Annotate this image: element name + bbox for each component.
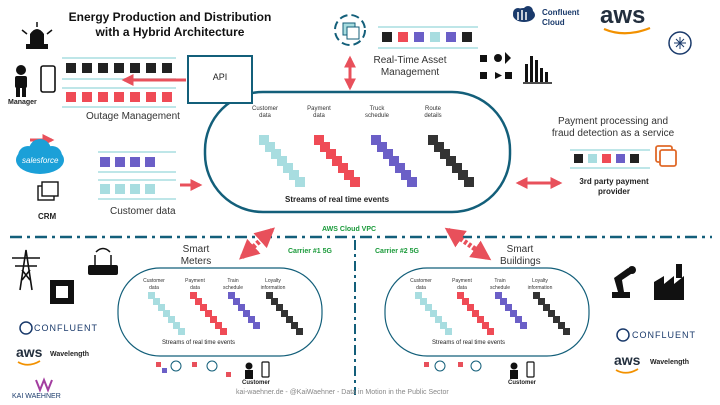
aws-logo-left: aws <box>16 344 43 360</box>
edge-right-topic-train-label: Train schedule <box>489 278 510 291</box>
aws-service-icon <box>668 31 692 55</box>
router-icon <box>88 247 118 275</box>
cloud-topic-payment-label: Payment data <box>307 106 331 119</box>
workflow-icon <box>480 52 512 79</box>
payment-provider-icon <box>655 145 677 167</box>
edge-left-topic-loyalty-label: Loyalty information <box>260 278 286 291</box>
manager-label: Manager <box>8 99 37 106</box>
customer-right-icons <box>424 360 535 379</box>
cloud-topic-customer <box>259 135 305 187</box>
confluent-cloud-icon <box>513 6 535 22</box>
third-party-label: 3rd party payment provider <box>579 177 649 196</box>
carrier1-label: Carrier #1 5G <box>288 248 332 255</box>
queue-payment <box>570 149 650 169</box>
edge-right-topic-customer <box>415 292 452 335</box>
edge-right-topic-payment-label: Payment data <box>452 278 472 291</box>
confluent-logo-mark-left <box>19 321 33 335</box>
real-time-asset-management-label: Real-Time Asset Management <box>373 55 447 78</box>
edge-left-topic-train-label: Train schedule <box>222 278 243 291</box>
cloud-topic-route <box>428 135 474 187</box>
wavelength-label-left: Wavelength <box>50 351 90 358</box>
edge-right-boundary <box>384 267 590 357</box>
edge-left-topic-payment-label: Payment data <box>185 278 205 291</box>
edge-right-topic-loyalty-label: Loyalty information <box>527 278 553 291</box>
edge-left-topic-train <box>228 292 260 329</box>
edge-left-topic-payment <box>190 292 227 335</box>
confluent-logo-mark-right <box>616 328 630 342</box>
edge-left-topic-customer <box>148 292 185 335</box>
queue-manager-top <box>62 57 176 80</box>
edge-left-topic-customer-label: Customer data <box>143 278 165 291</box>
siren-icon <box>21 22 53 49</box>
queue-manager-bottom <box>62 87 176 108</box>
cloud-topic-route-label: Route details <box>424 106 442 119</box>
asset-mgmt-icon <box>334 14 366 46</box>
cloud-topic-payment <box>314 135 360 187</box>
edge-right-caption: Streams of real time events <box>432 340 506 346</box>
aws-smile-right <box>615 368 639 374</box>
edge-left-topic-loyalty <box>266 292 303 335</box>
page-title: Energy Production and Distribution with … <box>68 10 272 39</box>
carrier2-arrow <box>444 227 492 261</box>
cloud-stream-caption: Streams of real time events <box>285 195 390 204</box>
queue-crm-bottom <box>98 179 176 200</box>
kai-waehner-logo: KAI WAEHNER <box>12 393 61 400</box>
edge-right-topic-payment <box>457 292 494 335</box>
bar-chart-icon <box>523 56 552 84</box>
edge-left-caption: Streams of real time events <box>162 340 236 346</box>
api-label: API <box>212 72 228 82</box>
cloud-stream-boundary <box>203 90 512 214</box>
aws-cloud-vpc-label: AWS Cloud VPC <box>322 226 377 233</box>
edge-right-topic-customer-label: Customer data <box>410 278 432 291</box>
phone-icon <box>40 65 56 93</box>
customer-left-icons <box>156 360 270 379</box>
factory-icon <box>654 264 684 300</box>
kw-logo <box>35 377 53 393</box>
outage-management-label: Outage Management <box>86 111 180 122</box>
salesforce-label: salesforce <box>22 156 59 165</box>
footer-text: kai-waehner.de - @KaiWaehner - Data in M… <box>236 389 449 396</box>
aws-logo: aws <box>600 2 646 29</box>
cloud-topic-truck-label: Truck schedule <box>364 106 390 119</box>
customer-data-label: Customer data <box>110 206 176 217</box>
carrier1-arrow <box>239 227 275 260</box>
salesforce-logo <box>16 139 64 174</box>
confluent-cloud-logo: Confluent Cloud <box>542 8 580 27</box>
edge-left-boundary <box>117 267 323 357</box>
aws-smile <box>603 26 651 35</box>
carrier2-label: Carrier #2 5G <box>375 248 419 255</box>
confluent-logo-right: CONFLUENT <box>632 330 697 340</box>
manager-icon <box>15 65 27 97</box>
cloud-topic-truck <box>371 135 417 187</box>
wavelength-label-right: Wavelength <box>650 359 690 366</box>
smart-meters-label: Smart Meters <box>180 244 212 267</box>
crm-icon <box>37 181 59 201</box>
queue-crm-top <box>98 151 176 173</box>
edge-right-topic-loyalty <box>533 292 570 335</box>
confluent-logo-left: CONFLUENT <box>34 323 99 333</box>
aws-logo-right: aws <box>614 352 641 368</box>
queue-asset-mgmt <box>378 26 478 49</box>
aws-smile-left <box>17 360 41 366</box>
chip-icon <box>50 280 74 304</box>
customer-right-label: Customer <box>508 380 537 386</box>
robot-arm-icon <box>612 266 636 298</box>
edge-right-topic-train <box>495 292 527 329</box>
cloud-topic-customer-label: Customer data <box>251 106 278 119</box>
crm-label: CRM <box>38 212 57 221</box>
payment-fraud-label: Payment processing and fraud detection a… <box>551 116 675 139</box>
api-box <box>187 55 253 104</box>
smart-buildings-label: Smart Buildings <box>500 244 541 267</box>
customer-left-label: Customer <box>242 380 271 386</box>
power-tower-icon <box>12 249 40 291</box>
